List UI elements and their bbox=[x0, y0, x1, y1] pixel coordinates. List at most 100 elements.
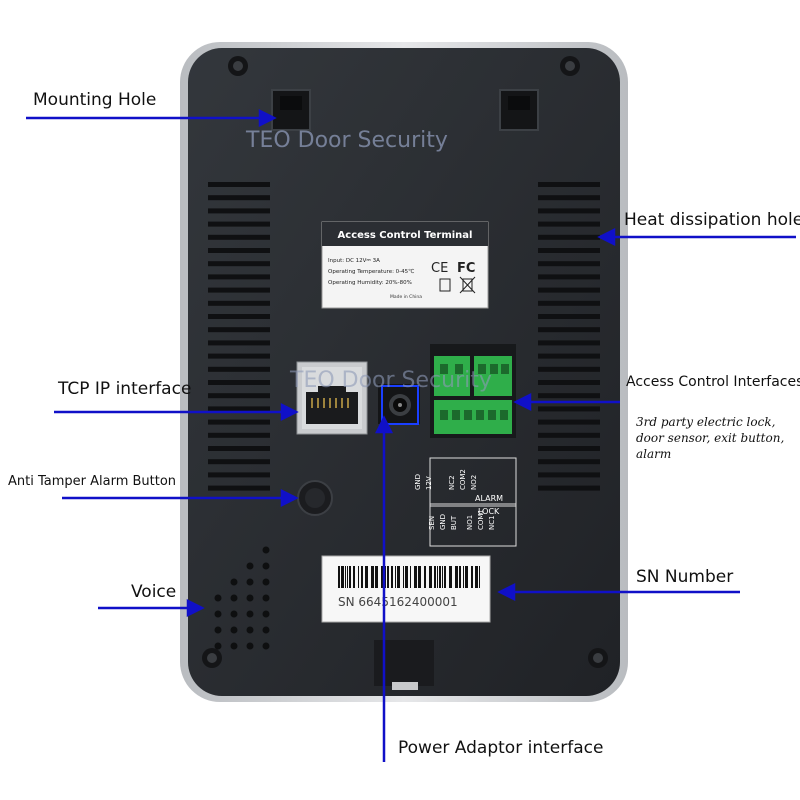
speaker-hole bbox=[214, 610, 222, 618]
vent-slot bbox=[208, 340, 270, 346]
tamper-button bbox=[297, 480, 333, 516]
fc-mark-icon: FC bbox=[457, 261, 475, 276]
speaker-hole bbox=[214, 594, 222, 602]
terminal-label-sen: SEN bbox=[428, 516, 436, 530]
barcode-bar bbox=[345, 566, 346, 588]
barcode-bar bbox=[375, 566, 378, 588]
callout-sn-number: SN Number bbox=[636, 567, 734, 587]
terminal-label-gnd: GND bbox=[414, 474, 422, 490]
vent-slot bbox=[208, 419, 270, 425]
speaker-hole bbox=[214, 626, 222, 634]
vent-slot bbox=[208, 459, 270, 465]
callout-anti-tamper: Anti Tamper Alarm Button bbox=[8, 474, 177, 489]
terminal-label-nc2: NC2 bbox=[448, 475, 456, 490]
vent-slot bbox=[538, 314, 600, 319]
speaker-hole bbox=[246, 626, 254, 634]
barcode-bar bbox=[387, 566, 389, 588]
terminal-label-nc1: NC1 bbox=[488, 515, 496, 530]
barcode-bar bbox=[341, 566, 344, 588]
barcode-bar bbox=[365, 566, 368, 588]
barcode-icon bbox=[338, 566, 480, 588]
barcode-bar bbox=[455, 566, 458, 588]
vent-slot bbox=[208, 314, 270, 319]
speaker-hole bbox=[246, 642, 254, 650]
vent-slot bbox=[538, 472, 600, 478]
speaker-hole bbox=[230, 578, 238, 586]
vent-slot bbox=[208, 353, 270, 359]
vent-slot bbox=[208, 300, 270, 306]
vent-slot bbox=[538, 446, 600, 451]
product-label: Access Control Terminal Input: DC 12V⎓ 3… bbox=[321, 221, 489, 309]
vent-slot bbox=[208, 195, 270, 201]
label-spec-1: Input: DC 12V⎓ 3A bbox=[328, 258, 380, 264]
serial-label: SN 6645162400001 bbox=[321, 555, 491, 623]
vent-slot bbox=[208, 446, 270, 451]
barcode-bar bbox=[414, 566, 417, 588]
vent-slot bbox=[538, 419, 600, 425]
vent-slot bbox=[538, 208, 600, 214]
barcode-bar bbox=[371, 566, 374, 588]
vent-slot bbox=[538, 234, 600, 240]
callout-voice: Voice bbox=[131, 582, 177, 602]
back-plate bbox=[188, 48, 620, 696]
vent-slot bbox=[208, 327, 270, 333]
vent-slot bbox=[538, 485, 600, 491]
barcode-bar bbox=[395, 566, 396, 588]
vent-slot bbox=[538, 393, 600, 399]
speaker-grille-icon bbox=[214, 546, 270, 650]
speaker-hole bbox=[246, 594, 254, 602]
vent-slot bbox=[538, 327, 600, 333]
callout-heat-dissipation: Heat dissipation hole bbox=[624, 210, 800, 230]
lock-label: LOCK bbox=[478, 507, 500, 516]
recycle-icon bbox=[439, 278, 451, 292]
terminal-block-a bbox=[434, 356, 470, 396]
barcode-bar bbox=[353, 566, 355, 588]
vent-slot bbox=[208, 472, 270, 478]
speaker-hole bbox=[262, 562, 270, 570]
label-spec-2: Operating Temperature: 0-45℃ bbox=[328, 268, 414, 275]
vent-slot bbox=[208, 182, 270, 187]
callout-access-control: Access Control Interfaces bbox=[626, 374, 800, 390]
terminal-label-no1: NO1 bbox=[466, 515, 474, 530]
barcode-bar bbox=[475, 566, 478, 588]
terminal-label-but: BUT bbox=[450, 515, 458, 530]
label-made-in: Made in China bbox=[390, 294, 422, 300]
vent-slot bbox=[208, 380, 270, 385]
vent-slot bbox=[538, 221, 600, 227]
vent-slot bbox=[538, 300, 600, 306]
speaker-hole bbox=[262, 578, 270, 586]
barcode-bar bbox=[459, 566, 461, 588]
vent-slot bbox=[538, 195, 600, 201]
vent-slot bbox=[208, 406, 270, 412]
barcode-bar bbox=[444, 566, 446, 588]
screw-icon bbox=[202, 56, 608, 668]
vent-slot bbox=[538, 274, 600, 280]
speaker-hole bbox=[262, 642, 270, 650]
barcode-bar bbox=[410, 566, 411, 588]
vent-slot bbox=[538, 340, 600, 346]
vent-slot bbox=[208, 208, 270, 214]
label-spec-3: Operating Humidity: 20%-80% bbox=[328, 280, 412, 286]
label-title: Access Control Terminal bbox=[338, 230, 473, 241]
barcode-bar bbox=[397, 566, 400, 588]
serial-number: SN 6645162400001 bbox=[338, 595, 458, 609]
power-jack-highlight bbox=[381, 385, 419, 425]
barcode-bar bbox=[439, 566, 441, 588]
callout-access-control-note: 3rd party electric lock, door sensor, ex… bbox=[636, 415, 785, 461]
vent-slot bbox=[208, 234, 270, 240]
barcode-bar bbox=[358, 566, 359, 588]
vent-slot bbox=[208, 274, 270, 280]
barcode-bar bbox=[418, 566, 421, 588]
speaker-hole bbox=[230, 594, 238, 602]
watermark-top: TEO Door Security bbox=[245, 128, 448, 153]
vent-slot bbox=[538, 248, 600, 253]
vent-slot bbox=[538, 261, 600, 267]
terminal-block-b bbox=[474, 356, 512, 396]
barcode-bar bbox=[405, 566, 408, 588]
bottom-clip bbox=[392, 682, 418, 690]
vent-slot bbox=[538, 432, 600, 438]
watermark-middle: TEO Door Security bbox=[289, 368, 492, 393]
callout-arrows bbox=[26, 108, 796, 762]
terminal-block-area bbox=[430, 344, 516, 438]
